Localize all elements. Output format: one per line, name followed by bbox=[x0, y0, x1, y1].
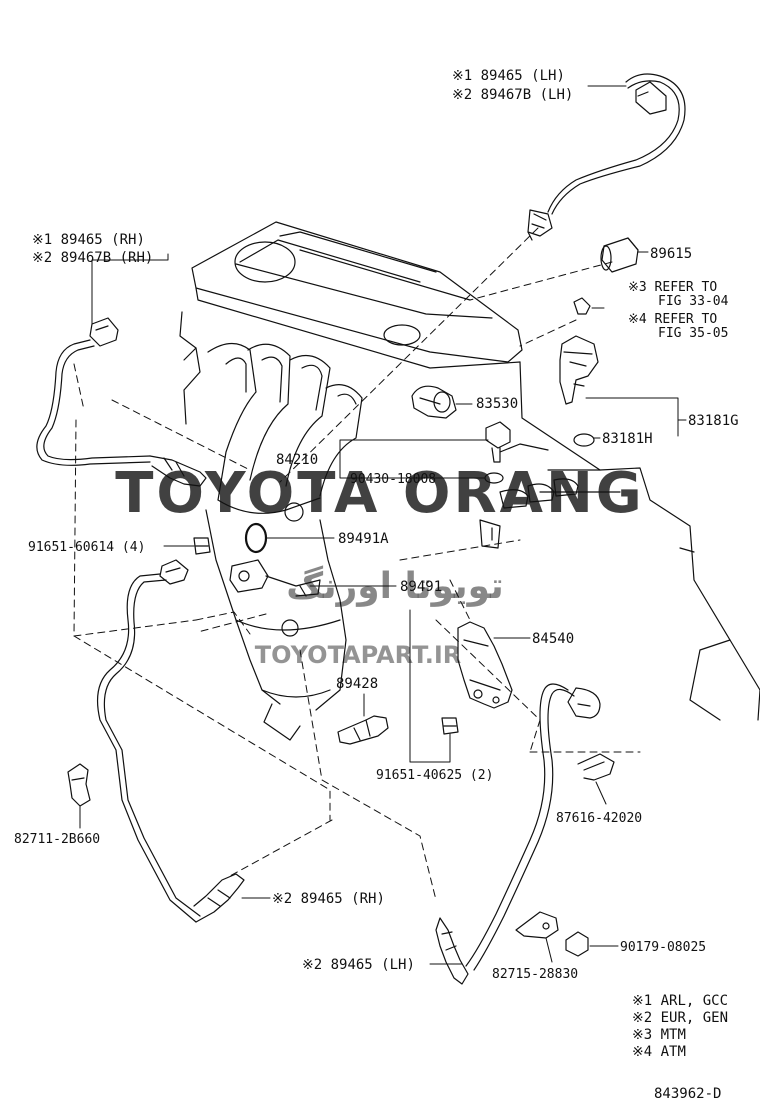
label-89491a: 89491A bbox=[338, 531, 389, 547]
part-labels: ※1 89465 (LH) ※2 89467B (LH) ※1 89465 (R… bbox=[14, 68, 739, 982]
legend-item-2: ※2 EUR, GEN bbox=[632, 1010, 728, 1026]
o2-sensor-bottom-rh bbox=[97, 559, 245, 923]
label-91651-40625: 91651-40625 (2) bbox=[376, 768, 493, 783]
label-82711: 82711-2B660 bbox=[14, 832, 100, 847]
label-91651-60614: 91651-60614 (4) bbox=[28, 540, 145, 555]
sensor-89428 bbox=[337, 715, 389, 745]
sensor-84540 bbox=[457, 621, 513, 709]
label-ref4-b: FIG 35-05 bbox=[658, 326, 728, 341]
legend: ※1 ARL, GCC ※2 EUR, GEN ※3 MTM ※4 ATM bbox=[632, 993, 728, 1060]
speed-sensor-83181g bbox=[559, 297, 599, 405]
label-ref4-a: ※4 REFER TO bbox=[628, 312, 717, 327]
watermark-arabic: تويوتا اورنگ bbox=[286, 565, 504, 607]
label-87616: 87616-42020 bbox=[556, 811, 642, 826]
label-89491: 89491 bbox=[400, 579, 442, 595]
label-90430: 90430-18008 bbox=[350, 472, 436, 487]
label-rh-2: ※2 89467B (RH) bbox=[32, 250, 153, 266]
legend-item-1: ※1 ARL, GCC bbox=[632, 993, 728, 1009]
label-82715: 82715-28830 bbox=[492, 967, 578, 982]
gasket-89491a bbox=[244, 522, 268, 554]
oil-pressure-switch-83530 bbox=[411, 385, 457, 419]
label-89615: 89615 bbox=[650, 246, 692, 262]
label-89465-rh: ※2 89465 (RH) bbox=[272, 891, 385, 907]
legend-item-4: ※4 ATM bbox=[632, 1044, 686, 1060]
clamp-87616 bbox=[577, 753, 615, 781]
label-rh-1: ※1 89465 (RH) bbox=[32, 232, 145, 248]
watermark-site: TOYOTAPART.IR bbox=[255, 641, 462, 669]
leader-lines bbox=[79, 85, 687, 965]
label-89428: 89428 bbox=[336, 676, 378, 692]
label-ref3-a: ※3 REFER TO bbox=[628, 280, 717, 295]
dashed-leaders bbox=[73, 227, 641, 901]
knock-sensor-89615 bbox=[600, 237, 639, 273]
temp-sender-84210 bbox=[485, 421, 511, 463]
nut-90179 bbox=[565, 931, 589, 957]
label-83530: 83530 bbox=[476, 396, 518, 412]
engine-head bbox=[191, 221, 523, 369]
label-ref3-b: FIG 33-04 bbox=[658, 294, 729, 309]
o2-sensor-left-rh bbox=[36, 317, 207, 487]
washer-90430 bbox=[484, 472, 504, 484]
label-83181h: 83181H bbox=[602, 431, 653, 447]
label-90179: 90179-08025 bbox=[620, 940, 706, 955]
intake-ports bbox=[479, 478, 579, 549]
clamp-82711 bbox=[67, 763, 91, 807]
bolt-91651-60614 bbox=[193, 537, 211, 555]
label-top-lh-1: ※1 89465 (LH) bbox=[452, 68, 565, 84]
label-89465-lh: ※2 89465 (LH) bbox=[302, 957, 415, 973]
o2-sensor-top-lh bbox=[527, 73, 686, 241]
label-84210: 84210 bbox=[276, 452, 318, 468]
o-ring-83181h bbox=[573, 433, 595, 447]
watermark-main: TOYOTA ORANG bbox=[115, 461, 645, 526]
watermark: TOYOTA ORANG تويوتا اورنگ TOYOTAPART.IR bbox=[115, 461, 645, 669]
exhaust-manifold bbox=[205, 342, 363, 741]
legend-item-3: ※3 MTM bbox=[632, 1027, 686, 1043]
label-84540: 84540 bbox=[532, 631, 574, 647]
bracket-89491 bbox=[229, 559, 321, 597]
bolt-91651-40625 bbox=[441, 717, 459, 735]
o2-sensor-bottom-lh bbox=[435, 683, 601, 985]
bracket-82715 bbox=[515, 911, 559, 939]
drawing-number: 843962-D bbox=[654, 1086, 721, 1102]
label-top-lh-2: ※2 89467B (LH) bbox=[452, 87, 573, 103]
label-83181g: 83181G bbox=[688, 413, 739, 429]
